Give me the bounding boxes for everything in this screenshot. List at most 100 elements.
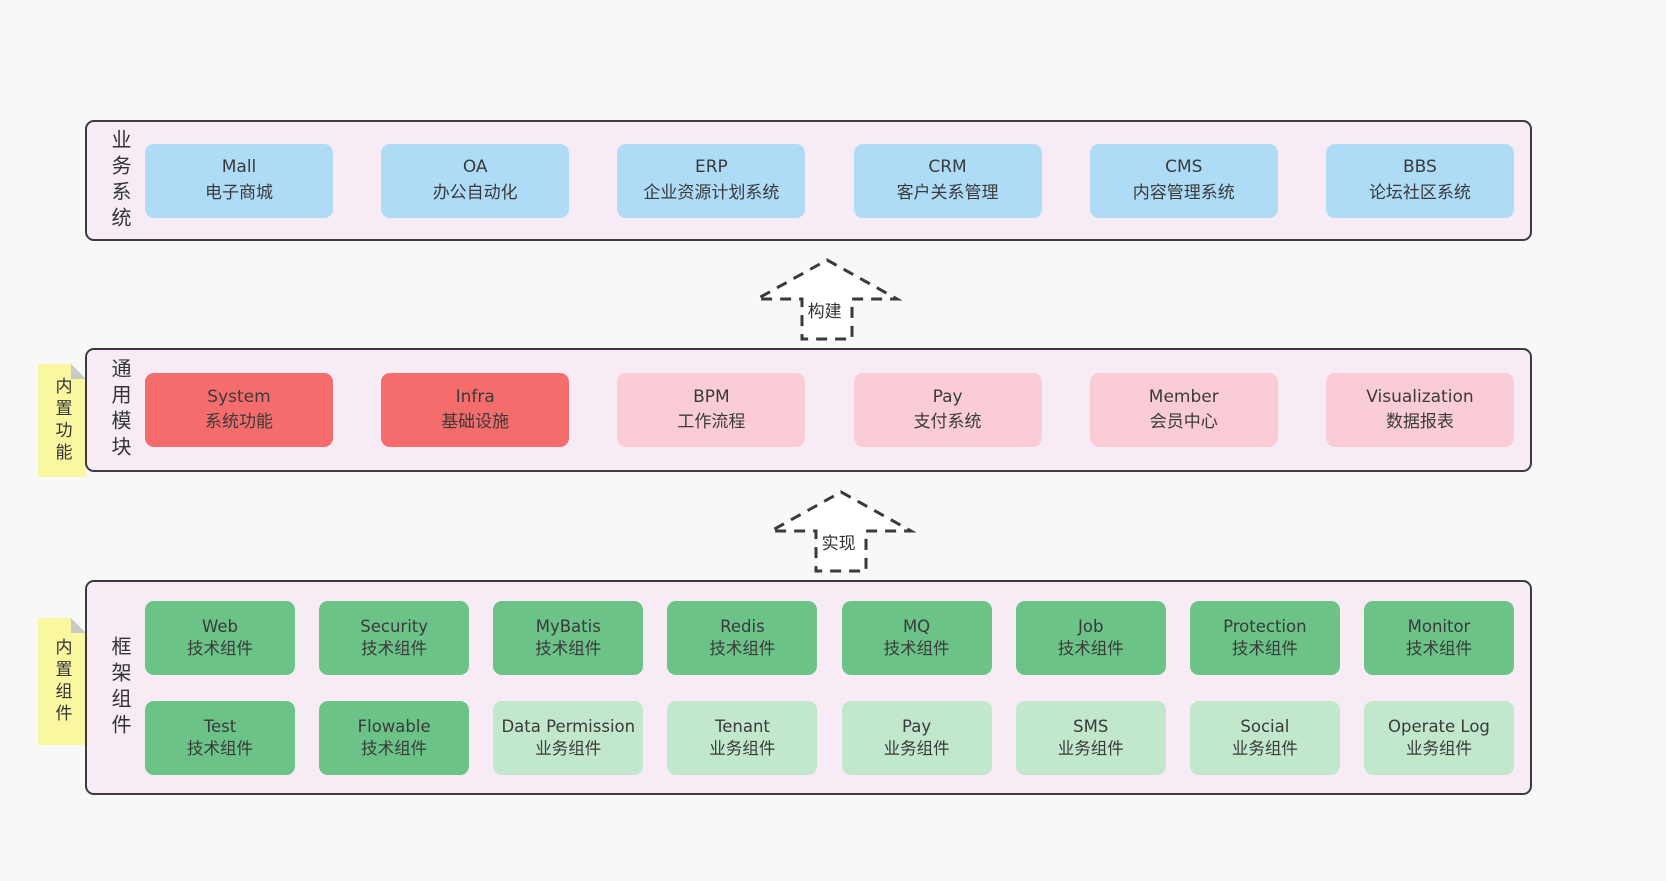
built-in-components-note-text: 内置组件 <box>51 637 72 726</box>
box-title: Flowable <box>357 716 431 736</box>
box-title: Infra <box>455 386 495 407</box>
box-subtitle: 技术组件 <box>709 638 776 658</box>
box-title: CMS <box>1165 157 1203 177</box>
built-in-features-note-text: 内置功能 <box>51 376 72 465</box>
box-subtitle: 技术组件 <box>1057 638 1124 658</box>
box-title: SMS <box>1073 716 1109 736</box>
box-subtitle: 办公自动化 <box>432 182 518 203</box>
box-title: System <box>207 386 271 407</box>
common-modules-layer: 通用模块 System 系统功能 Infra 基础设施 BPM 工作流程 Pay 支付系统 Me… <box>85 348 1532 472</box>
business-systems-boxes: Mall 电子商城 OA 办公自动化 ERP 企业资源计划系统 CRM 客户关系管理 CMS 内容… <box>145 122 1514 239</box>
box-title: Pay <box>902 716 932 736</box>
box-bpm: BPM 工作流程 <box>617 373 806 447</box>
common-modules-boxes: System 系统功能 Infra 基础设施 BPM 工作流程 Pay 支付系统 Member 会… <box>145 350 1514 470</box>
box-subtitle: 业务组件 <box>709 738 776 758</box>
box-subtitle: 技术组件 <box>187 738 253 758</box>
box-title: OA <box>462 157 488 177</box>
box-title: Mall <box>221 157 257 177</box>
box-infra: Infra 基础设施 <box>381 373 570 447</box>
box-title: Pay <box>932 386 963 407</box>
built-in-components-note: 内置组件 <box>38 618 86 745</box>
common-modules-layer-label: 通用模块 <box>108 358 132 462</box>
box-crm: CRM 客户关系管理 <box>853 143 1042 218</box>
implement-arrow: 实现 <box>766 488 916 574</box>
box-subtitle: 支付系统 <box>913 412 982 432</box>
box-subtitle: 业务组件 <box>1057 738 1124 758</box>
box-title: Visualization <box>1366 386 1474 407</box>
box-title: Operate Log <box>1388 716 1490 736</box>
box-subtitle: 技术组件 <box>361 738 428 758</box>
box-subtitle: 业务组件 <box>883 738 950 758</box>
implement-arrow-label: 实现 <box>818 529 859 554</box>
box-subtitle: 内容管理系统 <box>1132 182 1235 203</box>
box-erp: ERP 企业资源计划系统 <box>617 143 806 218</box>
box-system: System 系统功能 <box>145 373 333 447</box>
box-title: Web <box>202 616 238 636</box>
box-subtitle: 客户关系管理 <box>896 182 999 203</box>
box-member: Member 会员中心 <box>1089 373 1278 447</box>
box-title: MQ <box>902 616 931 636</box>
built-in-features-note: 内置功能 <box>38 364 86 477</box>
box-subtitle: 数据报表 <box>1385 412 1454 432</box>
box-subtitle: 技术组件 <box>361 638 428 658</box>
box-subtitle: 技术组件 <box>1231 638 1298 658</box>
box-cms: CMS 内容管理系统 <box>1089 143 1278 218</box>
box-title: Job <box>1077 616 1104 636</box>
box-title: Member <box>1148 386 1219 407</box>
box-title: Tenant <box>714 716 770 736</box>
box-bbs: BBS 论坛社区系统 <box>1325 143 1514 218</box>
box-mall: Mall 电子商城 <box>145 143 333 218</box>
box-subtitle: 业务组件 <box>535 738 602 758</box>
box-title: Test <box>203 716 237 736</box>
box-subtitle: 会员中心 <box>1149 412 1218 432</box>
box-subtitle: 技术组件 <box>1405 638 1472 658</box>
box-subtitle: 电子商城 <box>205 182 273 203</box>
box-title: BBS <box>1403 157 1437 177</box>
box-oa: OA 办公自动化 <box>381 143 570 218</box>
box-subtitle: 基础设施 <box>441 412 510 432</box>
box-subtitle: 工作流程 <box>677 412 746 432</box>
box-title: BPM <box>693 386 730 407</box>
box-subtitle: 业务组件 <box>1231 738 1298 758</box>
box-subtitle: 技术组件 <box>883 638 950 658</box>
box-title: ERP <box>694 157 728 177</box>
box-title: Redis <box>720 616 765 636</box>
box-subtitle: 业务组件 <box>1405 738 1472 758</box>
box-title: Data Permission <box>501 716 636 736</box>
build-arrow-label: 构建 <box>804 297 845 322</box>
box-subtitle: 技术组件 <box>535 638 602 658</box>
box-subtitle: 系统功能 <box>205 412 273 432</box>
box-title: Protection <box>1223 616 1307 636</box>
box-title: Security <box>360 616 429 636</box>
framework-components-layer-label: 框架组件 <box>108 635 132 740</box>
box-title: Monitor <box>1407 616 1471 636</box>
box-visualization: Visualization 数据报表 <box>1325 373 1514 447</box>
box-subtitle: 企业资源计划系统 <box>643 182 780 203</box>
box-title: Social <box>1240 716 1290 736</box>
box-title: MyBatis <box>535 616 601 636</box>
box-title: CRM <box>928 157 967 177</box>
box-subtitle: 论坛社区系统 <box>1368 182 1471 203</box>
box-subtitle: 技术组件 <box>187 638 253 658</box>
